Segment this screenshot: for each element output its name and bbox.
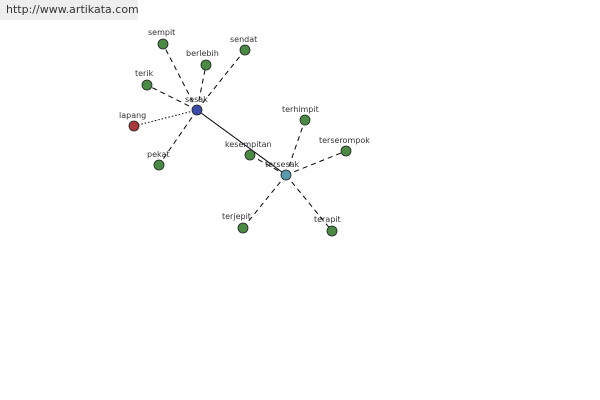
node-label: tersesak: [265, 160, 300, 169]
nodes-layer: sesak tersesak sempit berlebih sendat terik la…: [119, 28, 370, 237]
node-marker[interactable]: [326, 225, 338, 237]
edge-sesak-sempit: [162, 43, 198, 111]
node-label: terserompok: [319, 136, 370, 145]
node-label: terhimpit: [282, 105, 319, 114]
node-berlebih[interactable]: berlebih: [186, 49, 219, 71]
node-lapang[interactable]: lapang: [119, 111, 146, 132]
node-marker[interactable]: [200, 59, 212, 71]
edge-tersesak-terapit: [285, 174, 333, 232]
node-label: berlebih: [186, 49, 219, 58]
node-terjepit[interactable]: terjepit: [222, 212, 251, 234]
node-terapit[interactable]: terapit: [314, 215, 341, 237]
node-marker[interactable]: [153, 159, 165, 171]
node-label: pekat: [147, 150, 170, 159]
node-marker[interactable]: [141, 79, 153, 91]
edge-tersesak-kesempitan: [249, 154, 287, 176]
site-url-watermark: http://www.artikata.com: [0, 0, 139, 20]
node-marker[interactable]: [128, 120, 140, 132]
edge-tersesak-terjepit: [242, 174, 287, 229]
node-terhimpit[interactable]: terhimpit: [282, 105, 319, 126]
node-marker[interactable]: [237, 222, 249, 234]
node-label: terapit: [314, 215, 341, 224]
edge-sesak-sendat: [196, 49, 246, 111]
node-sendat[interactable]: sendat: [230, 35, 257, 56]
node-label: sempit: [148, 28, 175, 37]
node-label: terjepit: [222, 212, 251, 221]
node-label: lapang: [119, 111, 146, 120]
node-marker[interactable]: [340, 145, 352, 157]
edge-sesak-pekat: [158, 109, 198, 166]
node-pekat[interactable]: pekat: [147, 150, 170, 171]
edge-sesak-tersesak: [196, 109, 287, 176]
node-label: kesempitan: [225, 140, 272, 149]
node-label: sendat: [230, 35, 257, 44]
edge-sesak-lapang: [133, 109, 198, 127]
node-marker[interactable]: [157, 38, 169, 50]
node-marker[interactable]: [299, 114, 311, 126]
node-kesempitan[interactable]: kesempitan: [225, 140, 272, 161]
node-terik[interactable]: terik: [135, 69, 154, 91]
edge-sesak-berlebih: [196, 64, 207, 111]
node-marker[interactable]: [191, 104, 203, 116]
edge-sesak-terik: [146, 84, 198, 111]
node-marker[interactable]: [244, 149, 256, 161]
node-marker[interactable]: [280, 169, 292, 181]
node-sempit[interactable]: sempit: [148, 28, 175, 50]
node-label: sesak: [185, 95, 208, 104]
node-label: terik: [135, 69, 154, 78]
edges-layer: [133, 43, 347, 232]
node-sesak[interactable]: sesak: [185, 95, 208, 116]
node-terserompok[interactable]: terserompok: [319, 136, 370, 157]
edge-tersesak-terserompok: [285, 150, 347, 176]
node-tersesak[interactable]: tersesak: [265, 160, 300, 181]
node-marker[interactable]: [239, 44, 251, 56]
edge-tersesak-terhimpit: [285, 119, 306, 176]
